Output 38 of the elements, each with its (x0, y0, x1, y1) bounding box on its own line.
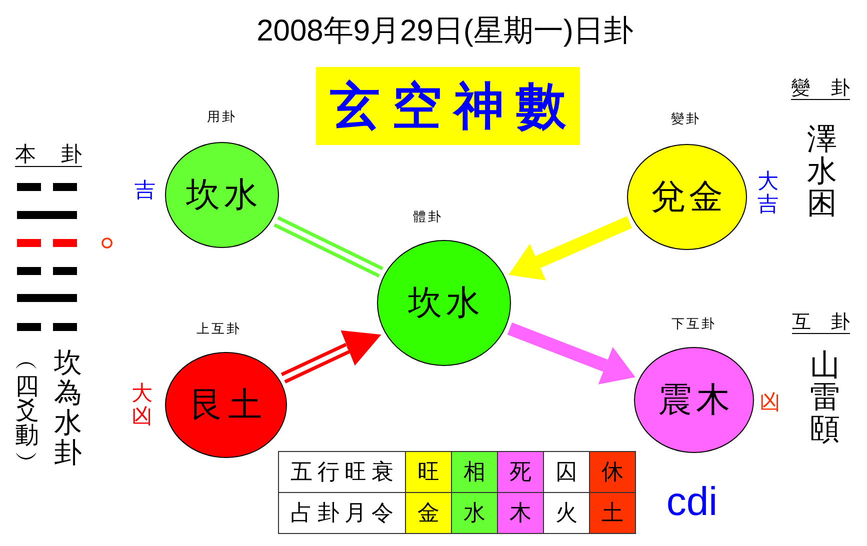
vertical-text: 山雷頤 (810, 350, 840, 446)
side-label: 大凶 (132, 382, 152, 428)
table-cell: 占卦月令 (278, 492, 406, 534)
double-line-arrow (280, 330, 382, 384)
table-cell: 休 (589, 451, 636, 493)
table-cell: 五行旺衰 (278, 451, 406, 493)
side-label: 吉 (134, 178, 156, 202)
node-title: 變卦 (671, 112, 701, 128)
title-banner: 玄空神數 (316, 67, 580, 145)
node-title: 上互卦 (196, 322, 242, 338)
double-line (272, 216, 384, 278)
table-cell: 死 (497, 451, 544, 493)
heading: 本卦 (15, 143, 82, 168)
arrow (508, 216, 632, 280)
node-label: 震木 (657, 383, 734, 417)
vertical-text: 澤水困 (807, 124, 837, 220)
table-cell: 土 (589, 492, 636, 534)
vertical-text: ︵四爻動︶ (15, 349, 39, 472)
table-cell: 相 (451, 451, 498, 493)
table-cell: 旺 (405, 451, 452, 493)
node-title: 體卦 (413, 210, 443, 226)
title: 2008年9月29日(星期一)日卦 (256, 14, 634, 48)
heading: 互卦 (792, 312, 850, 334)
signature: cdi (666, 482, 718, 522)
node-title: 下互卦 (672, 318, 716, 332)
arrow (507, 322, 636, 384)
node-label: 坎水 (407, 286, 484, 320)
node-label: 兌金 (650, 180, 727, 214)
node-title: 用卦 (207, 110, 237, 126)
side-label: 凶 (760, 390, 780, 414)
heading: 變卦 (791, 78, 850, 100)
node-label: 艮土 (189, 388, 266, 422)
node-label: 坎水 (185, 178, 262, 212)
side-label: 大吉 (758, 170, 778, 216)
table-cell: 水 (451, 492, 498, 534)
table-cell: 金 (405, 492, 452, 534)
vertical-text: 坎為水卦 (54, 348, 82, 468)
table-cell: 木 (497, 492, 544, 534)
